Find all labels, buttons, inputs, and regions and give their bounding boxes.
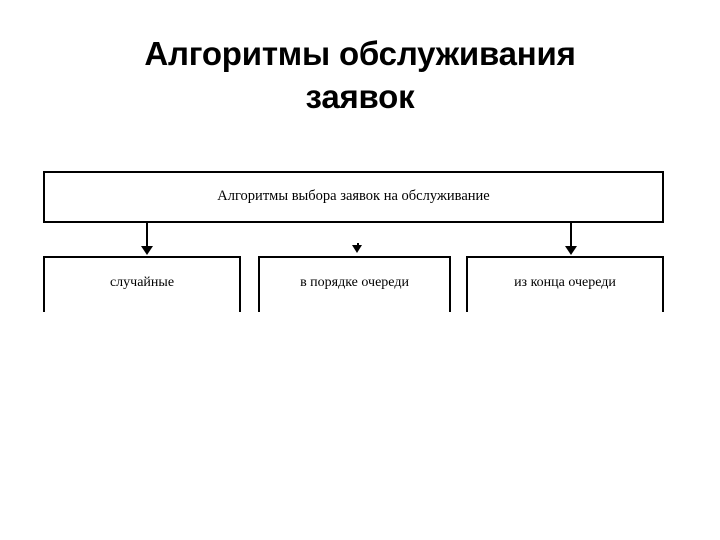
- arrow-shaft-icon: [146, 222, 148, 248]
- diagram-node-random-label: случайные: [109, 275, 175, 290]
- page-title-line-1: Алгоритмы обслуживания: [144, 35, 576, 72]
- diagram-node-lifo-label: из конца очереди: [514, 275, 616, 290]
- page-title-line-2: заявок: [305, 78, 415, 115]
- arrow-shaft-icon: [570, 222, 572, 249]
- arrow-down-icon: [141, 246, 153, 255]
- diagram-node-root: Алгоритмы выбора заявок на обслуживание: [43, 171, 664, 223]
- diagram-node-lifo: из конца очереди: [466, 256, 664, 312]
- arrow-down-icon: [565, 246, 577, 255]
- diagram-node-fifo-label: в порядке очереди: [300, 275, 409, 290]
- page-title: Алгоритмы обслуживания заявок: [40, 32, 680, 118]
- diagram-node-fifo: в порядке очереди: [258, 256, 451, 312]
- diagram-node-root-label: Алгоритмы выбора заявок на обслуживание: [217, 187, 490, 204]
- arrow-down-icon: [352, 245, 362, 253]
- diagram-node-random: случайные: [43, 256, 241, 312]
